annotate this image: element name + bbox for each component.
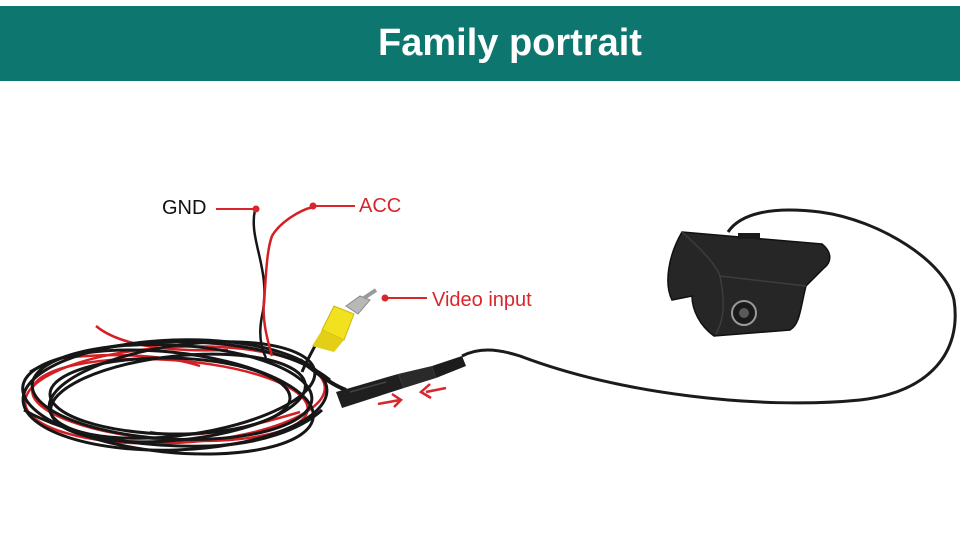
main-cable-to-connector xyxy=(298,358,347,392)
rca-yellow-connector xyxy=(300,288,378,373)
acc-label: ACC xyxy=(359,195,402,217)
rear-camera xyxy=(667,231,831,337)
banner-title: Family portrait xyxy=(378,22,642,64)
acc-wire xyxy=(262,205,314,357)
video-input-label: Video input xyxy=(432,289,532,311)
camera-cable xyxy=(461,208,957,405)
gnd-label: GND xyxy=(162,197,207,219)
title-banner: Family portrait xyxy=(0,6,960,81)
label-leaders xyxy=(216,202,427,302)
inline-plug-connector xyxy=(336,356,466,408)
connection-arrows xyxy=(377,383,447,408)
coiled-black-cable xyxy=(21,338,331,456)
